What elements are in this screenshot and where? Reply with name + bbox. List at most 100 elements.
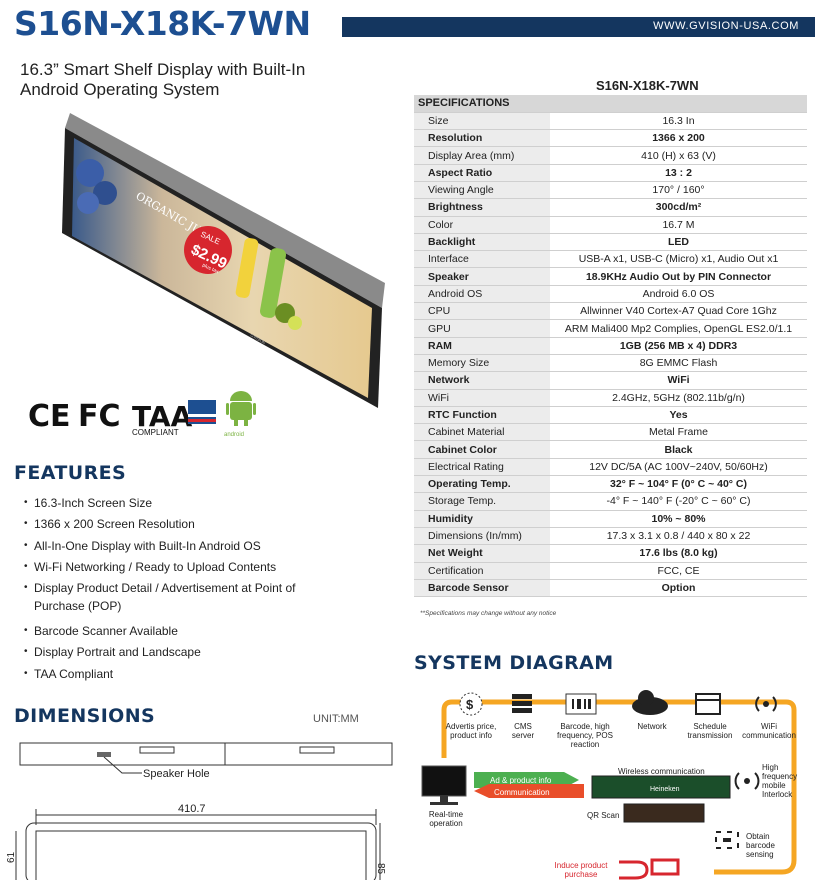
label-barcode: Barcode, high frequency, POS reaction	[557, 722, 613, 749]
spec-label: Size	[414, 112, 550, 131]
right-height-value: 85	[375, 863, 386, 875]
spec-label: Brightness	[414, 198, 550, 217]
dimensions-drawing: Speaker Hole 410.7 61 85	[6, 742, 393, 880]
spec-value: WiFi	[550, 371, 807, 390]
spec-value: 17.3 x 3.1 x 0.8 / 440 x 80 x 22	[550, 527, 807, 546]
label-schedule: Schedule transmission	[687, 722, 733, 740]
spec-value: ARM Mali400 Mp2 Complies, OpenGL ES2.0/1…	[550, 319, 807, 338]
spec-value: 10% ~ 80%	[550, 510, 807, 528]
speaker-hole	[97, 752, 111, 757]
spec-label: Dimensions (In/mm)	[414, 527, 550, 546]
front-view-outline	[25, 822, 377, 880]
spec-value: USB-A x1, USB-C (Micro) x1, Audio Out x1	[550, 250, 807, 269]
android-word: android	[224, 432, 244, 438]
spec-header: SPECIFICATIONS	[414, 95, 550, 113]
label-induce-purchase: Induce product purchase	[554, 861, 608, 879]
juice-bottle	[259, 248, 287, 318]
barcode-icon	[565, 693, 597, 715]
communication-arrow	[474, 784, 584, 798]
spec-label: Storage Temp.	[414, 492, 550, 511]
spec-value: 1366 x 200	[550, 129, 807, 148]
feature-item: 16.3-Inch Screen Size	[24, 494, 304, 515]
spec-label: Memory Size	[414, 354, 550, 373]
spec-label: Display Area (mm)	[414, 146, 550, 165]
spec-row: Dimensions (In/mm)17.3 x 3.1 x 0.8 / 440…	[414, 527, 807, 546]
spec-label: Network	[414, 371, 550, 390]
spec-label: Certification	[414, 562, 550, 580]
flow-path	[441, 699, 797, 875]
frequency-icon	[734, 772, 760, 790]
spec-value: LED	[550, 233, 807, 252]
sale-badge	[184, 226, 232, 274]
subtitle-line-2: Android Operating System	[20, 80, 220, 99]
spec-label: CPU	[414, 302, 550, 321]
spec-value: Android 6.0 OS	[550, 285, 807, 304]
spec-row: Operating Temp.32° F ~ 104° F (0° C ~ 40…	[414, 475, 807, 494]
feature-item: TAA Compliant	[24, 665, 304, 686]
spec-label: Speaker	[414, 267, 550, 286]
spec-label: Net Weight	[414, 544, 550, 563]
spec-label: Operating Temp.	[414, 475, 550, 494]
subtitle-line-1: 16.3” Smart Shelf Display with Built-In	[20, 60, 306, 79]
spec-value: -4° F ~ 140° F (-20° C ~ 60° C)	[550, 492, 807, 511]
spec-value: 8G EMMC Flash	[550, 354, 807, 373]
heineken-label: Heineken	[650, 786, 680, 793]
fcc-mark: FC	[78, 399, 121, 434]
feature-item: 1366 x 200 Screen Resolution	[24, 515, 304, 536]
spec-model-heading: S16N-X18K-7WN	[596, 78, 699, 93]
spec-value: Metal Frame	[550, 423, 807, 442]
spec-label: Resolution	[414, 129, 550, 148]
dimensions-unit: UNIT:MM	[313, 713, 359, 725]
ce-mark: CE	[28, 399, 71, 434]
spec-value: 2.4GHz, 5GHz (802.11b/g/n)	[550, 389, 807, 407]
scanner-icon	[715, 831, 739, 849]
pos-monitor-icon	[421, 765, 467, 805]
product-subtitle: 16.3” Smart Shelf Display with Built-In …	[20, 60, 305, 100]
spec-label: Android OS	[414, 285, 550, 304]
spec-value: 300cd/m²	[550, 198, 807, 217]
calendar-icon	[695, 693, 721, 715]
spec-value: 170° / 160°	[550, 181, 807, 200]
label-cms-server: CMS server	[511, 722, 535, 740]
left-height-value: 61	[6, 851, 17, 863]
android-icon	[226, 391, 256, 426]
juice-glass	[235, 238, 259, 298]
spec-value: Option	[550, 579, 807, 598]
dimensions-heading: DIMENSIONS	[14, 705, 156, 727]
website-url[interactable]: WWW.GVISION-USA.COM	[653, 20, 799, 32]
ad-info-label: Ad & product info	[490, 776, 552, 785]
cart-icon	[619, 858, 680, 880]
spec-label: GPU	[414, 319, 550, 338]
spec-value: 16.7 M	[550, 216, 807, 234]
spec-value: FCC, CE	[550, 562, 807, 580]
spec-label: Humidity	[414, 510, 550, 528]
qr-scan-label: QR Scan	[587, 811, 619, 820]
feature-item: Display Portrait and Landscape	[24, 643, 304, 664]
spec-value: 410 (H) x 63 (V)	[550, 146, 807, 165]
feature-item: Barcode Scanner Available	[24, 622, 304, 643]
label-ad-price: Advertis price, product info	[445, 722, 497, 740]
label-wifi: WiFi communication	[742, 722, 796, 740]
spec-note: **Specifications may change without any …	[420, 610, 557, 617]
label-obtain-barcode: Obtain barcode sensing	[746, 832, 775, 859]
spec-value: 1GB (256 MB x 4) DDR3	[550, 337, 807, 355]
spec-label: Aspect Ratio	[414, 164, 550, 182]
wireless-label: Wireless communication	[618, 767, 705, 776]
feature-item: Display Product Detail / Advertisement a…	[24, 579, 304, 622]
system-diagram: $ Ad & product info Communication Wirele…	[421, 690, 797, 880]
